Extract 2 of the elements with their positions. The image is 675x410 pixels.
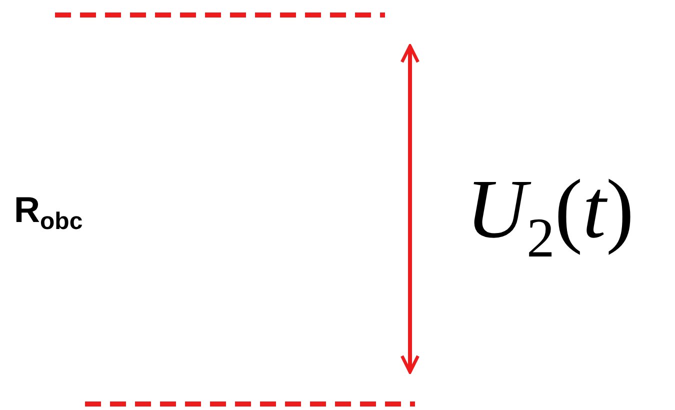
voltage-label: U$_{2}$(t)	[466, 168, 634, 267]
resistance-label: R$_{obc}$	[14, 192, 83, 234]
